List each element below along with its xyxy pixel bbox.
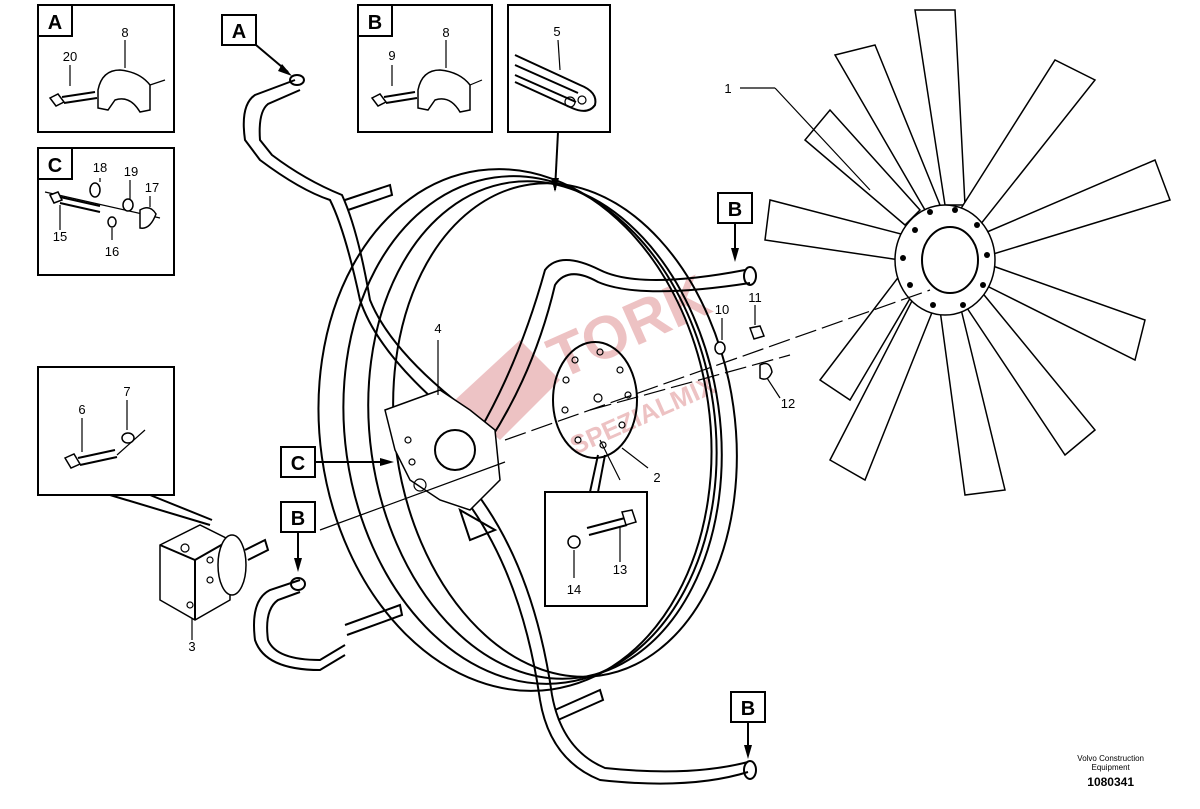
detail-box-b-top: B — [357, 4, 493, 133]
detail-box-c-letter: C — [48, 155, 62, 177]
brand-line-2: Equipment — [1091, 763, 1130, 772]
fan-blades — [764, 9, 1171, 496]
part-label-6: 6 — [78, 402, 85, 417]
callout-a-main-letter: A — [232, 21, 246, 43]
detail-box-hub-bolt — [544, 454, 648, 607]
callout-b-lower: B — [730, 691, 766, 759]
callout-b-upper: B — [717, 192, 753, 262]
detail-box-a-letter: A — [48, 12, 62, 34]
part-label-1: 1 — [724, 81, 731, 96]
part-label-8-b: 8 — [442, 25, 449, 40]
part-label-17: 17 — [145, 180, 159, 195]
washer-nut-set — [714, 305, 781, 399]
callout-c-main-letter: C — [291, 453, 305, 475]
part-label-18: 18 — [93, 160, 107, 175]
callout-b-upper-letter: B — [728, 199, 742, 221]
part-label-20: 20 — [63, 49, 77, 64]
figure-number: 1080341 — [1087, 775, 1134, 789]
part-label-11: 11 — [748, 290, 762, 305]
part-label-12: 12 — [781, 396, 795, 411]
part-label-14: 14 — [567, 582, 581, 597]
part-label-3: 3 — [188, 639, 195, 654]
detail-box-a: A — [37, 4, 175, 133]
callout-b-middle: B — [280, 501, 316, 572]
part-label-13: 13 — [613, 562, 627, 577]
part-label-8-a: 8 — [121, 25, 128, 40]
part-label-19: 19 — [124, 164, 138, 179]
detail-box-bolt — [37, 366, 213, 526]
callout-b-lower-letter: B — [741, 698, 755, 720]
assembly-lines — [319, 289, 931, 531]
detail-box-seal — [507, 4, 611, 192]
part-number-labels: 1 2 3 4 5 6 7 8 8 9 10 11 12 13 14 15 16… — [53, 24, 795, 654]
part-label-7: 7 — [123, 384, 130, 399]
part-label-2: 2 — [653, 470, 660, 485]
part-label-4: 4 — [434, 321, 441, 336]
part-label-5: 5 — [553, 24, 560, 39]
part-label-15: 15 — [53, 229, 67, 244]
detail-box-c: C — [37, 147, 175, 276]
hub-plate — [552, 341, 638, 459]
detail-box-b-letter: B — [368, 12, 382, 34]
callout-b-middle-letter: B — [291, 508, 305, 530]
fan-bracket — [384, 389, 501, 542]
watermark-text-2: SPEZIALMIX — [565, 369, 720, 460]
callout-a-main: A — [221, 14, 292, 76]
part-label-10: 10 — [715, 302, 729, 317]
part-label-9: 9 — [388, 48, 395, 63]
brand-line-1: Volvo Construction — [1077, 754, 1144, 763]
leader-lines — [191, 87, 871, 640]
figure-footer: Volvo Construction Equipment 1080341 — [1077, 754, 1144, 789]
part-label-16: 16 — [105, 244, 119, 259]
support-tubes — [242, 74, 757, 785]
callout-c-main: C — [280, 446, 394, 478]
hydraulic-motor — [159, 524, 270, 621]
